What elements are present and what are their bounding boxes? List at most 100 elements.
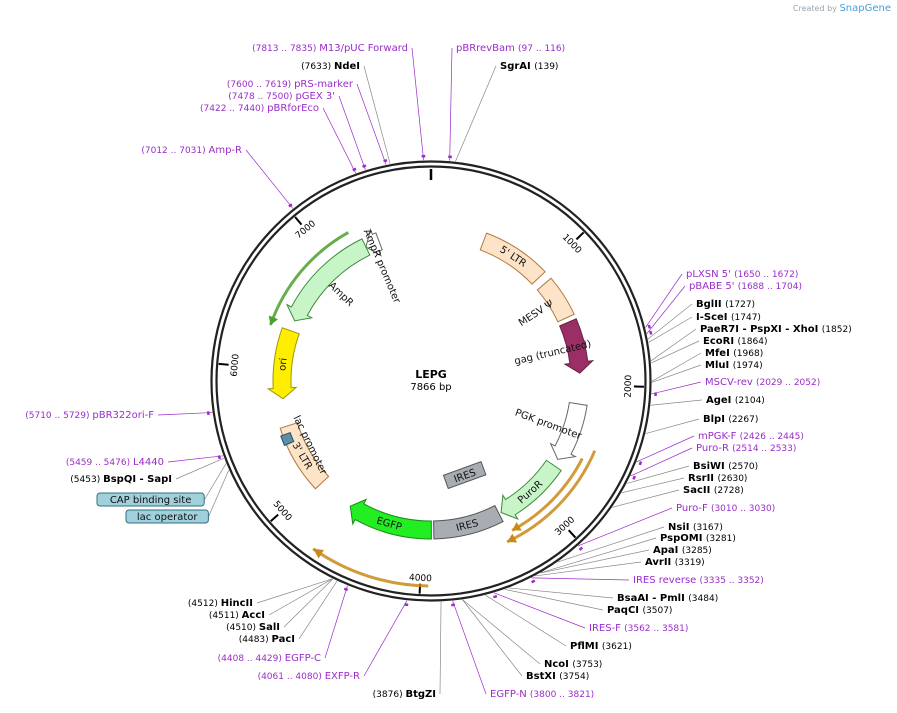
site-leader [621,477,685,494]
feature-amprprom[interactable] [365,228,383,257]
scale-tick [294,216,303,226]
orf-puro2[interactable] [506,450,597,544]
brand-created-by: Created by [792,4,837,13]
site-label[interactable]: BlpI (2267) [703,414,758,425]
scale-tick-label: 5000 [271,499,294,523]
primer-leader [578,507,673,547]
site-label[interactable]: I-SceI (1747) [696,312,761,323]
primer-label[interactable]: pLXSN 5' (1650 .. 1672) [686,269,798,280]
site-label[interactable]: PaqCI (3507) [607,605,672,616]
primer-leader [245,149,294,209]
site-label[interactable]: (4512) HincII [188,598,253,609]
site-label[interactable]: SacII (2728) [683,485,744,496]
site-label[interactable]: (4483) PacI [239,634,295,645]
site-label[interactable]: MluI (1974) [705,360,763,371]
feature-pgk[interactable] [549,401,588,460]
feature-puror[interactable] [500,459,562,520]
primer-leader [411,47,424,161]
primer-label[interactable]: (4408 .. 4429) EGFP-C [218,653,321,664]
site-label[interactable]: SgrAI (139) [500,61,558,72]
site-label[interactable]: (4511) AccI [209,610,265,621]
primer-label[interactable]: (5710 .. 5729) pBR322ori-F [25,410,154,421]
site-label[interactable]: MfeI (1968) [705,348,763,359]
site-label[interactable]: RsrII (2630) [688,473,747,484]
site-label[interactable]: NcoI (3753) [544,659,602,670]
labels: (7633) NdeI SgrAI (139) BglII (1727) I-SceI… [25,43,852,700]
primer-label[interactable]: Puro-R (2514 .. 2533) [696,443,796,454]
site-label[interactable]: AvrII (3319) [645,557,705,568]
site-label[interactable]: NsiI (3167) [668,522,723,533]
backbone-outer [210,160,652,602]
feature-ires1[interactable] [433,504,504,540]
site-leader [268,578,333,616]
site-label[interactable]: PaeR7I - PspXI - XhoI (1852) [700,324,852,335]
primer-label[interactable]: (7478 .. 7500) pGEX 3' [228,91,335,102]
primer-label[interactable]: (7012 .. 7031) Amp-R [141,145,242,156]
primer-label[interactable]: (7600 .. 7619) pRS-marker [227,79,354,90]
site-leader [626,465,690,484]
primer-label[interactable]: (4061 .. 4080) EXFP-R [258,671,360,682]
feature-label-mesv: MESV Ψ [517,298,556,329]
primer-label[interactable]: (5459 .. 5476) L4440 [66,457,164,468]
orf-egfp[interactable] [312,547,429,588]
feature-lacop[interactable] [280,431,295,447]
primer-label[interactable]: MSCV-rev (2029 .. 2052) [705,377,820,388]
primer-label[interactable]: pBRrevBam (97 .. 116) [456,43,565,54]
site-label[interactable]: AgeI (2104) [706,395,765,406]
primer-leader [449,47,453,161]
primer-leader [324,585,348,659]
primer-label[interactable]: IRES-F (3562 .. 3581) [589,623,688,634]
orf-puro[interactable] [511,457,584,532]
primer-label[interactable]: Puro-F (3010 .. 3030) [676,503,775,514]
site-label[interactable]: BglII (1727) [696,299,755,310]
primer-label[interactable]: (7813 .. 7835) M13/pUC Forward [252,43,408,54]
site-label[interactable]: EcoRI (1864) [703,336,767,347]
site-label[interactable]: (3876) BtgZI [373,689,436,700]
feature-5ltr[interactable] [479,232,546,285]
feature-egfp[interactable] [349,498,432,540]
primer-mark [217,455,222,460]
plasmid-size: 7866 bp [410,382,451,393]
primer-leader [630,447,693,477]
site-leader [455,65,497,162]
primer-mark [343,587,349,592]
orf-ampr[interactable] [269,231,350,326]
site-label[interactable]: PflMI (3621) [570,641,632,652]
primer-mark [647,324,651,329]
site-label[interactable]: (7633) NdeI [301,61,360,72]
site-label[interactable]: PspOMI (3281) [660,533,736,544]
site-label[interactable]: BsiWI (2570) [693,461,758,472]
feature-ampr[interactable] [285,238,371,322]
site-leader [283,578,333,628]
feature-box-l-ires2[interactable] [442,461,487,490]
orf-ampr-head [268,315,279,325]
site-label[interactable]: (4510) SalI [226,622,280,633]
site-label[interactable]: BstXI (3754) [526,671,589,682]
feature-label-ires1: IRES [455,518,480,534]
site-label[interactable]: BsaAI - PmlI (3484) [617,593,718,604]
primer-label[interactable]: (7422 .. 7440) pBRforEco [200,103,319,114]
site-label[interactable]: (5453) BspQI - SapI [70,474,172,485]
site-leader [648,316,693,343]
primer-label[interactable]: pBABE 5' (1688 .. 1704) [689,281,802,292]
primer-mark [383,159,388,163]
feature-gag[interactable] [559,318,595,374]
feature-box[interactable] [125,509,209,524]
primer-label[interactable]: mPGK-F (2426 .. 2445) [698,431,804,442]
site-label[interactable]: ApaI (3285) [653,545,712,556]
site-leader [647,303,693,340]
primer-leader [356,83,387,165]
primer-mark [352,167,357,172]
feature-ori[interactable] [266,327,300,400]
site-leader [298,580,338,640]
scale-tick [575,231,585,241]
primer-leader [157,412,213,416]
feature-box[interactable] [96,492,205,507]
primer-label[interactable]: EGFP-N (3800 .. 3821) [490,689,594,700]
primer-mark [493,594,498,599]
site-leader [645,418,700,434]
primer-label[interactable]: IRES reverse (3335 .. 3352) [633,575,764,586]
feature-mesv[interactable] [536,277,575,323]
site-leader [485,594,567,647]
